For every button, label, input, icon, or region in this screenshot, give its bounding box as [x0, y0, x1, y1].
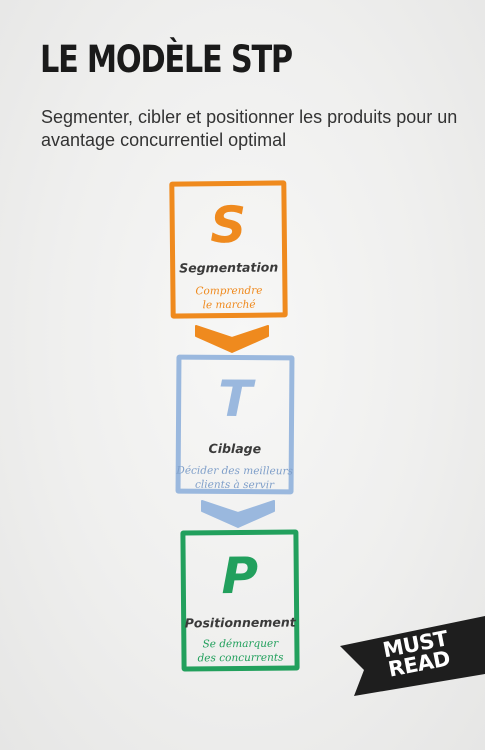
ciblage-box: T Ciblage Décider des meilleurs clients … — [175, 354, 295, 495]
step-desc-line: Décider des meilleurs — [176, 464, 293, 478]
step-desc-line: le marché — [202, 298, 256, 312]
step-desc-line: Se démarquer — [202, 637, 279, 651]
step-desc-ciblage: Décider des meilleurs clients à servir — [167, 464, 303, 493]
segmentation-box: S Segmentation Comprendre le marché — [169, 180, 288, 319]
chevron-down-icon — [195, 325, 269, 353]
step-desc-positionnement: Se démarquer des concurrents — [172, 636, 308, 665]
chevron-down-icon — [201, 500, 275, 528]
step-letter-s: S — [209, 195, 247, 255]
step-desc-segmentation: Comprendre le marché — [161, 283, 296, 312]
positionnement-box: P Positionnement Se démarquer des concur… — [180, 529, 300, 672]
page-title: LE MODÈLE STP — [40, 38, 293, 81]
step-desc-line: Comprendre — [195, 284, 263, 298]
must-read-badge — [340, 616, 485, 696]
step-label-positionnement: Positionnement — [184, 614, 296, 631]
step-desc-line: des concurrents — [197, 651, 284, 665]
step-letter-t: T — [217, 369, 253, 429]
page-subtitle: Segmenter, cibler et positionner les pro… — [41, 107, 458, 150]
step-label-ciblage: Ciblage — [208, 440, 262, 457]
step-letter-p: P — [221, 546, 259, 606]
step-desc-line: clients à servir — [195, 478, 275, 492]
step-label-segmentation: Segmentation — [179, 259, 279, 276]
